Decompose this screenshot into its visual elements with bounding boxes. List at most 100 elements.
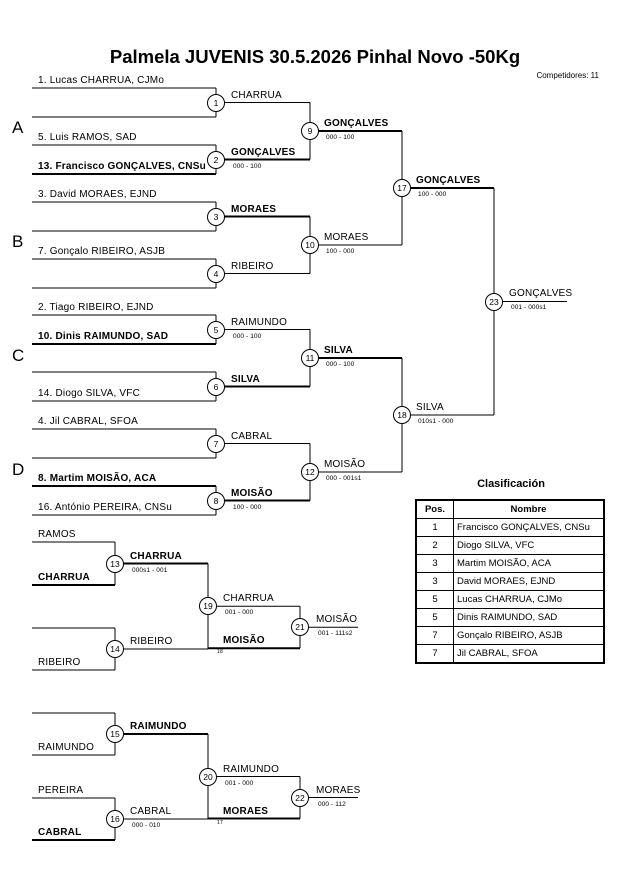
match-number-circle: 2 — [207, 150, 225, 169]
fed-reference: 17 — [217, 819, 223, 826]
classification-pos: 5 — [415, 590, 454, 609]
entrant-label: 1. Lucas CHARRUA, CJMo — [38, 75, 165, 86]
match-score: 000 - 100 — [326, 361, 355, 368]
match-number-circle: 17 — [393, 179, 411, 197]
classification-name: Dinis RAIMUNDO, SAD — [453, 608, 605, 627]
match-winner: GONÇALVES — [416, 175, 481, 186]
classification-pos: 1 — [415, 518, 454, 537]
classification-pos: 2 — [415, 536, 454, 555]
match-number-circle: 16 — [106, 810, 124, 828]
page-title: Palmela JUVENIS 30.5.2026 Pinhal Novo -5… — [109, 46, 521, 67]
match-score: 100 - 000 — [326, 248, 355, 255]
classification-pos: 5 — [415, 608, 454, 627]
match-score: 010s1 - 000 — [418, 418, 454, 425]
match-number-circle: 14 — [106, 640, 124, 658]
match-number-circle: 6 — [207, 377, 225, 396]
match-winner: MOISÃO — [324, 459, 366, 470]
match-number-circle: 21 — [291, 618, 309, 637]
match-winner: MORAES — [324, 232, 369, 243]
classification-pos: 3 — [415, 572, 454, 591]
match-number-circle: 3 — [207, 207, 225, 226]
classification-pos: 3 — [415, 554, 454, 573]
match-winner: SILVA — [324, 345, 353, 356]
repechage-winner: RAIMUNDO — [130, 721, 187, 732]
classification-title: Clasificación — [477, 478, 545, 490]
match-score: 100 - 000 — [233, 503, 262, 511]
group-label: D — [12, 460, 25, 479]
repechage-entrant: CABRAL — [38, 827, 82, 838]
repechage-score: 001 - 000 — [225, 609, 254, 617]
match-number-circle: 10 — [301, 236, 319, 254]
repechage-score: 001 - 000 — [225, 779, 254, 787]
match-number-circle: 8 — [207, 491, 225, 510]
repechage-winner: CHARRUA — [223, 593, 274, 605]
match-winner: SILVA — [231, 373, 260, 385]
classification-name: Jil CABRAL, SFOA — [453, 644, 605, 664]
competitor-count: Competidores: 11 — [536, 71, 599, 80]
match-number-circle: 4 — [207, 264, 225, 283]
repechage-winner: MOISÃO — [316, 614, 358, 626]
match-score: 000 - 100 — [326, 134, 355, 141]
classification-name: Martim MOISÃO, ACA — [453, 554, 605, 573]
match-score: 100 - 000 — [418, 191, 447, 198]
classification-pos: 7 — [415, 626, 454, 645]
repechage-entrant: CHARRUA — [38, 572, 90, 583]
match-winner: CHARRUA — [231, 89, 282, 101]
repechage-entrant: RAIMUNDO — [38, 742, 95, 753]
entrant-label: 10. Dinis RAIMUNDO, SAD — [38, 331, 169, 342]
repechage-winner: CABRAL — [130, 806, 172, 817]
repechage-entrant: RIBEIRO — [38, 657, 81, 668]
final-score: 001 - 000s1 — [511, 304, 547, 311]
entrant-label: 2. Tiago RIBEIRO, EJND — [38, 302, 154, 313]
classification-header-row: Pos. Nombre — [415, 499, 605, 519]
repechage-score: 000 - 112 — [318, 800, 346, 808]
match-number-circle: 11 — [301, 349, 319, 367]
match-number-circle: 18 — [393, 406, 411, 424]
match-number-circle: 7 — [207, 434, 225, 453]
match-winner: RIBEIRO — [231, 260, 274, 272]
fed-loser: MOISÃO — [223, 635, 265, 647]
match-number-circle: 12 — [301, 463, 319, 481]
classification-name: Lucas CHARRUA, CJMo — [453, 590, 605, 609]
match-winner: MOISÃO — [231, 487, 273, 499]
match-winner: RAIMUNDO — [231, 316, 288, 328]
repechage-winner: MORAES — [316, 784, 361, 796]
match-number-circle: 5 — [207, 320, 225, 339]
repechage-score: 001 - 111s2 — [318, 630, 353, 638]
match-score: 000 - 001s1 — [326, 475, 362, 482]
entrant-label: 8. Martim MOISÃO, ACA — [38, 473, 157, 484]
match-number-circle: 20 — [199, 767, 217, 786]
entrant-label: 4. Jil CABRAL, SFOA — [38, 416, 138, 427]
entrant-label: 3. David MORAES, EJND — [38, 189, 157, 200]
repechage-winner: RAIMUNDO — [223, 763, 280, 775]
repechage-winner: RIBEIRO — [130, 636, 173, 647]
classification-name: Diogo SILVA, VFC — [453, 536, 605, 555]
fed-reference: 18 — [217, 649, 223, 656]
match-number-circle: 19 — [199, 597, 217, 616]
repechage-entrant: RAMOS — [38, 529, 76, 540]
classification-name: David MORAES, EJND — [453, 572, 605, 591]
match-number-circle: 9 — [301, 122, 319, 140]
entrant-label: 5. Luis RAMOS, SAD — [38, 132, 137, 143]
repechage-entrant: PEREIRA — [38, 785, 84, 796]
match-score: 000 - 100 — [233, 332, 262, 340]
match-number-circle: 15 — [106, 725, 124, 743]
match-number-circle: 22 — [291, 788, 309, 807]
group-label: C — [12, 346, 25, 365]
match-winner: GONÇALVES — [231, 146, 296, 158]
match-winner: MORAES — [231, 203, 277, 215]
pos-header: Pos. — [415, 499, 454, 519]
match-score: 000 - 100 — [233, 162, 262, 170]
repechage-winner: CHARRUA — [130, 550, 182, 562]
entrant-label: 7. Gonçalo RIBEIRO, ASJB — [38, 246, 166, 257]
match-number-circle: 23 — [485, 292, 503, 311]
match-winner: GONÇALVES — [324, 118, 389, 129]
